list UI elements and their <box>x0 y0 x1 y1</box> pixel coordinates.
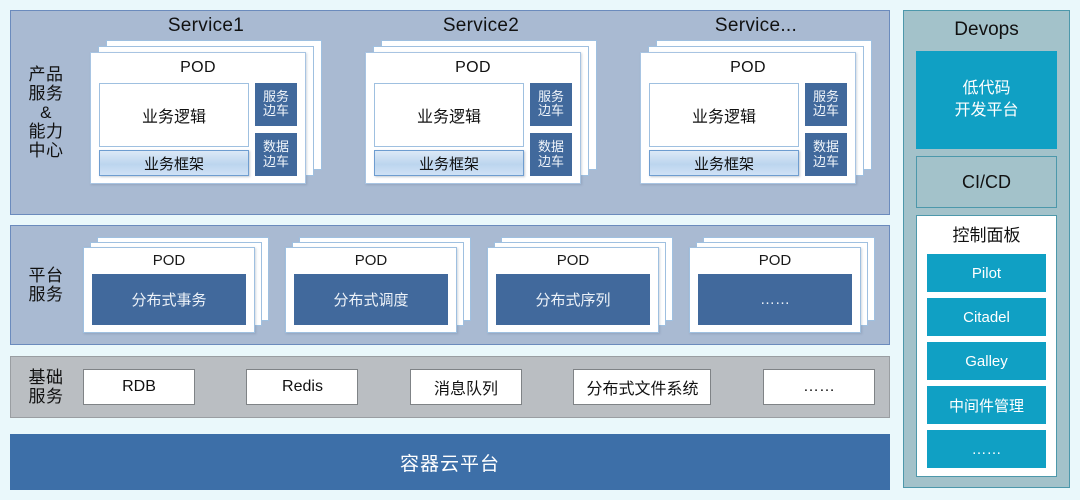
pod-contents: 业务逻辑 业务框架 服务 边车 数据 边车 <box>649 83 847 176</box>
business-framework-box: 业务框架 <box>99 150 249 176</box>
service-sidecar-box: 服务 边车 <box>805 83 847 126</box>
platform-service-name: …… <box>698 274 852 325</box>
service-column-1[interactable]: Service1 POD 业务逻辑 业务框架 服务 边车 <box>81 11 331 214</box>
pod-main-column: 业务逻辑 业务框架 <box>99 83 249 176</box>
services-band: 产品 服务 & 能力 中心 Service1 POD 业务逻辑 业务框架 <box>10 10 890 215</box>
pod-card[interactable]: POD 业务逻辑 业务框架 服务 边车 数据 边车 <box>365 52 581 184</box>
service-title: Service1 <box>167 15 245 36</box>
service-column-3[interactable]: Service... POD 业务逻辑 业务框架 服务 边车 <box>631 11 881 214</box>
data-sidecar-box: 数据 边车 <box>530 133 572 176</box>
lowcode-platform-card[interactable]: 低代码 开发平台 <box>916 51 1057 149</box>
platform-pod-stack[interactable]: POD 分布式事务 <box>83 237 273 333</box>
infra-item-redis[interactable]: Redis <box>246 369 359 405</box>
business-logic-box: 业务逻辑 <box>374 83 524 147</box>
platform-service-name: 分布式调度 <box>294 274 448 325</box>
pod-card[interactable]: POD 分布式事务 <box>83 247 255 333</box>
infrastructure-items: RDB Redis 消息队列 分布式文件系统 …… <box>77 369 889 405</box>
control-panel-title: 控制面板 <box>952 226 1021 245</box>
control-panel-button-galley[interactable]: Galley <box>927 342 1046 380</box>
control-panel: 控制面板 Pilot Citadel Galley 中间件管理 …… <box>916 215 1057 477</box>
platform-services-label: 平台 服务 <box>28 265 64 304</box>
business-logic-box: 业务逻辑 <box>99 83 249 147</box>
pod-contents: 业务逻辑 业务框架 服务 边车 数据 边车 <box>99 83 297 176</box>
pod-title: POD <box>455 59 491 76</box>
control-panel-button-middleware-management[interactable]: 中间件管理 <box>927 386 1046 424</box>
pod-contents: 业务逻辑 业务框架 服务 边车 数据 边车 <box>374 83 572 176</box>
pod-main-column: 业务逻辑 业务框架 <box>649 83 799 176</box>
platform-pod-stack[interactable]: POD 分布式序列 <box>487 237 677 333</box>
pod-title: POD <box>152 252 186 269</box>
sidecar-column: 服务 边车 数据 边车 <box>805 83 847 176</box>
service-sidecar-box: 服务 边车 <box>255 83 297 126</box>
infra-item-message-queue[interactable]: 消息队列 <box>409 369 522 405</box>
pod-title: POD <box>556 252 590 269</box>
sidecar-column: 服务 边车 数据 边车 <box>530 83 572 176</box>
control-panel-button-more[interactable]: …… <box>927 430 1046 468</box>
pod-stack[interactable]: POD 业务逻辑 业务框架 服务 边车 数据 边车 <box>90 40 322 186</box>
service-title: Service... <box>714 15 798 36</box>
infra-item-distributed-file-system[interactable]: 分布式文件系统 <box>573 369 712 405</box>
pod-card[interactable]: POD 分布式序列 <box>487 247 659 333</box>
business-framework-box: 业务框架 <box>374 150 524 176</box>
platform-services-band: 平台 服务 POD 分布式事务 POD 分布式调度 <box>10 225 890 345</box>
pod-title: POD <box>730 59 766 76</box>
devops-title: Devops <box>954 19 1019 40</box>
services-band-label: 产品 服务 & 能力 中心 <box>28 64 64 161</box>
control-panel-button-pilot[interactable]: Pilot <box>927 254 1046 292</box>
sidecar-column: 服务 边车 数据 边车 <box>255 83 297 176</box>
pod-title: POD <box>354 252 388 269</box>
pod-stack[interactable]: POD 业务逻辑 业务框架 服务 边车 数据 边车 <box>640 40 872 186</box>
platform-pod-stack[interactable]: POD 分布式调度 <box>285 237 475 333</box>
data-sidecar-box: 数据 边车 <box>805 133 847 176</box>
pod-title: POD <box>180 59 216 76</box>
devops-panel: Devops 低代码 开发平台 CI/CD 控制面板 Pilot Citadel… <box>903 10 1070 488</box>
platform-service-name: 分布式序列 <box>496 274 650 325</box>
service-sidecar-box: 服务 边车 <box>530 83 572 126</box>
infra-item-more[interactable]: …… <box>762 369 875 405</box>
cicd-card[interactable]: CI/CD <box>916 156 1057 208</box>
pod-stack[interactable]: POD 业务逻辑 业务框架 服务 边车 数据 边车 <box>365 40 597 186</box>
service-title: Service2 <box>442 15 520 36</box>
pod-title: POD <box>758 252 792 269</box>
infrastructure-label: 基础 服务 <box>28 367 64 406</box>
infra-item-rdb[interactable]: RDB <box>83 369 195 405</box>
pod-card[interactable]: POD 分布式调度 <box>285 247 457 333</box>
service-column-2[interactable]: Service2 POD 业务逻辑 业务框架 服务 边车 <box>356 11 606 214</box>
pod-main-column: 业务逻辑 业务框架 <box>374 83 524 176</box>
pod-card[interactable]: POD 业务逻辑 业务框架 服务 边车 数据 边车 <box>90 52 306 184</box>
platform-service-name: 分布式事务 <box>92 274 246 325</box>
platform-pod-stack[interactable]: POD …… <box>689 237 879 333</box>
business-logic-box: 业务逻辑 <box>649 83 799 147</box>
data-sidecar-box: 数据 边车 <box>255 133 297 176</box>
pod-card[interactable]: POD …… <box>689 247 861 333</box>
infrastructure-band: 基础 服务 RDB Redis 消息队列 分布式文件系统 …… <box>10 356 890 418</box>
business-framework-box: 业务框架 <box>649 150 799 176</box>
platform-pod-list: POD 分布式事务 POD 分布式调度 POD 分布式序列 <box>77 237 889 333</box>
control-panel-button-citadel[interactable]: Citadel <box>927 298 1046 336</box>
services-columns: Service1 POD 业务逻辑 业务框架 服务 边车 <box>77 11 889 214</box>
pod-card[interactable]: POD 业务逻辑 业务框架 服务 边车 数据 边车 <box>640 52 856 184</box>
container-cloud-platform-bar: 容器云平台 <box>10 434 890 490</box>
